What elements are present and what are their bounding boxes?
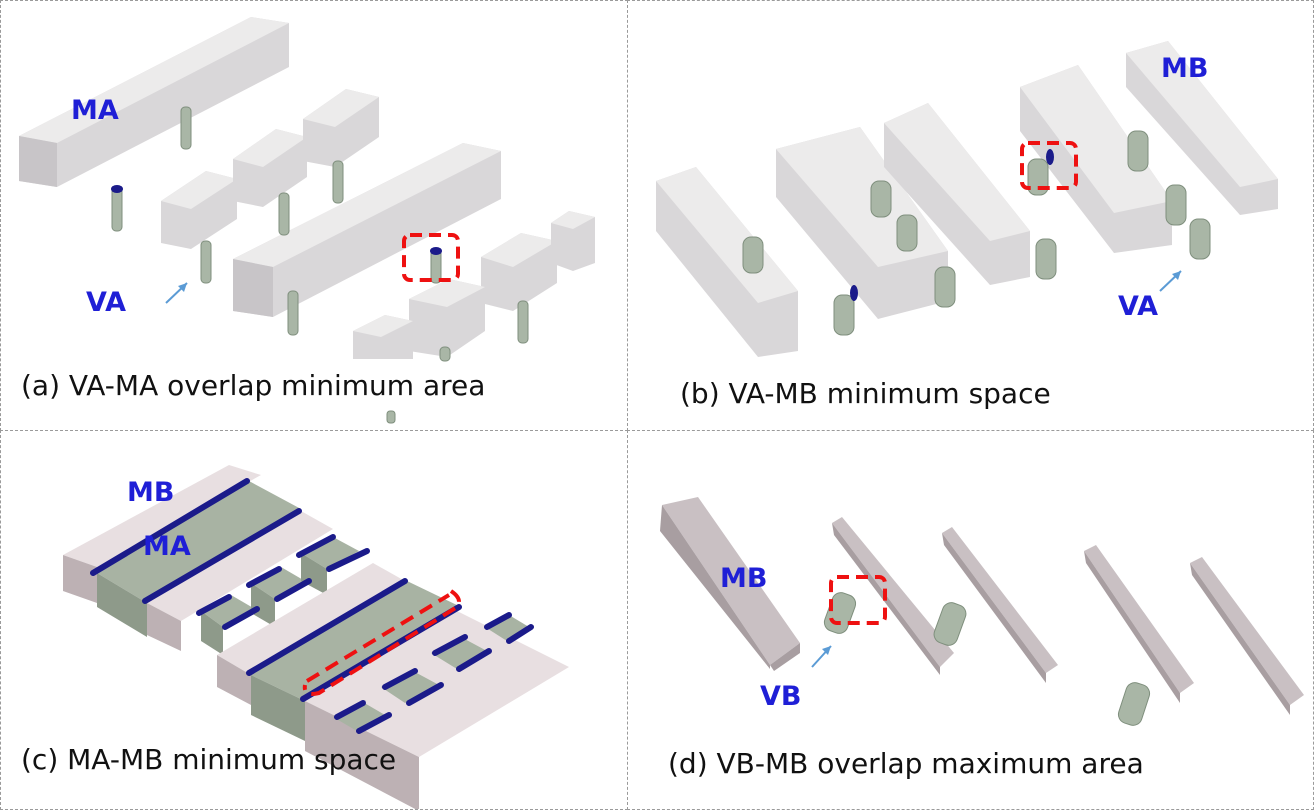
mb-block-6 (409, 279, 485, 357)
panel-a: MA VA (a) VA-MA overlap minimum area (0, 0, 628, 431)
overlap-mark-b1 (850, 285, 858, 301)
ma-bar-long (233, 143, 501, 317)
label-vb: VB (760, 681, 802, 712)
via-group-a (111, 106, 529, 424)
panel-d-scene (660, 497, 1304, 726)
overlap-mark-1 (111, 185, 123, 193)
ma-layer-1 (97, 481, 301, 637)
mb-block-2 (233, 129, 307, 207)
overlap-mark-b2 (1046, 149, 1054, 165)
highlight-box-d (829, 575, 887, 625)
highlight-ellipse-c (302, 589, 461, 696)
highlight-line-c (305, 593, 451, 683)
arrow-head-va (178, 283, 187, 292)
arrow-head-va-b (1172, 271, 1181, 280)
caption-b: (b) VA-MB minimum space (680, 377, 1051, 410)
ma-blocks (201, 537, 359, 655)
highlight-box-a (402, 233, 460, 282)
caption-d: (d) VB-MB overlap maximum area (668, 747, 1144, 780)
mb-block-5 (551, 211, 595, 271)
panel-b: MB VA (b) VA-MB minimum space (627, 0, 1314, 431)
mb-bar-4 (1020, 65, 1172, 253)
mb-fin-3 (1084, 545, 1194, 703)
mb-fin-4 (1190, 557, 1304, 715)
overlap-mark-2 (430, 247, 442, 255)
overlap-edges (90, 478, 534, 734)
mb-thick-bar (660, 497, 800, 671)
ma-layer-2 (251, 581, 461, 741)
panel-d: MB VB (d) VB-MB overlap maximum area (627, 430, 1314, 810)
label-mb: MB (720, 563, 768, 594)
panel-b-scene (656, 41, 1278, 357)
caption-a: (a) VA-MA overlap minimum area (21, 369, 486, 402)
mb-bar-5 (1126, 41, 1278, 215)
panel-c-scene (1, 465, 627, 809)
mb-block-4 (481, 233, 557, 311)
mb-bar-3 (884, 103, 1030, 285)
label-mb: MB (1161, 53, 1209, 84)
mb-stripe-3 (217, 563, 405, 705)
mb-block-7 (353, 315, 413, 359)
mb-block-1 (161, 171, 237, 249)
mb-block-3 (303, 89, 379, 167)
label-ma: MA (143, 531, 191, 562)
label-mb: MB (127, 477, 175, 508)
mb-fin-2 (942, 527, 1058, 683)
label-va: VA (1118, 291, 1158, 322)
arrow-head-vb (822, 646, 831, 655)
label-va: VA (86, 287, 126, 318)
mb-stripe-1 (63, 465, 261, 603)
ma-bar-large (19, 17, 289, 187)
caption-c: (c) MA-MB minimum space (21, 743, 397, 776)
panel-c: MB MA (c) MA-MB minimum space (0, 430, 628, 810)
via-group-b (742, 130, 1211, 336)
highlight-box-b (1020, 141, 1078, 190)
label-ma: MA (71, 95, 119, 126)
mb-stripe-2 (147, 511, 333, 651)
via-group-d (823, 592, 1151, 726)
panel-a-scene (19, 17, 595, 424)
